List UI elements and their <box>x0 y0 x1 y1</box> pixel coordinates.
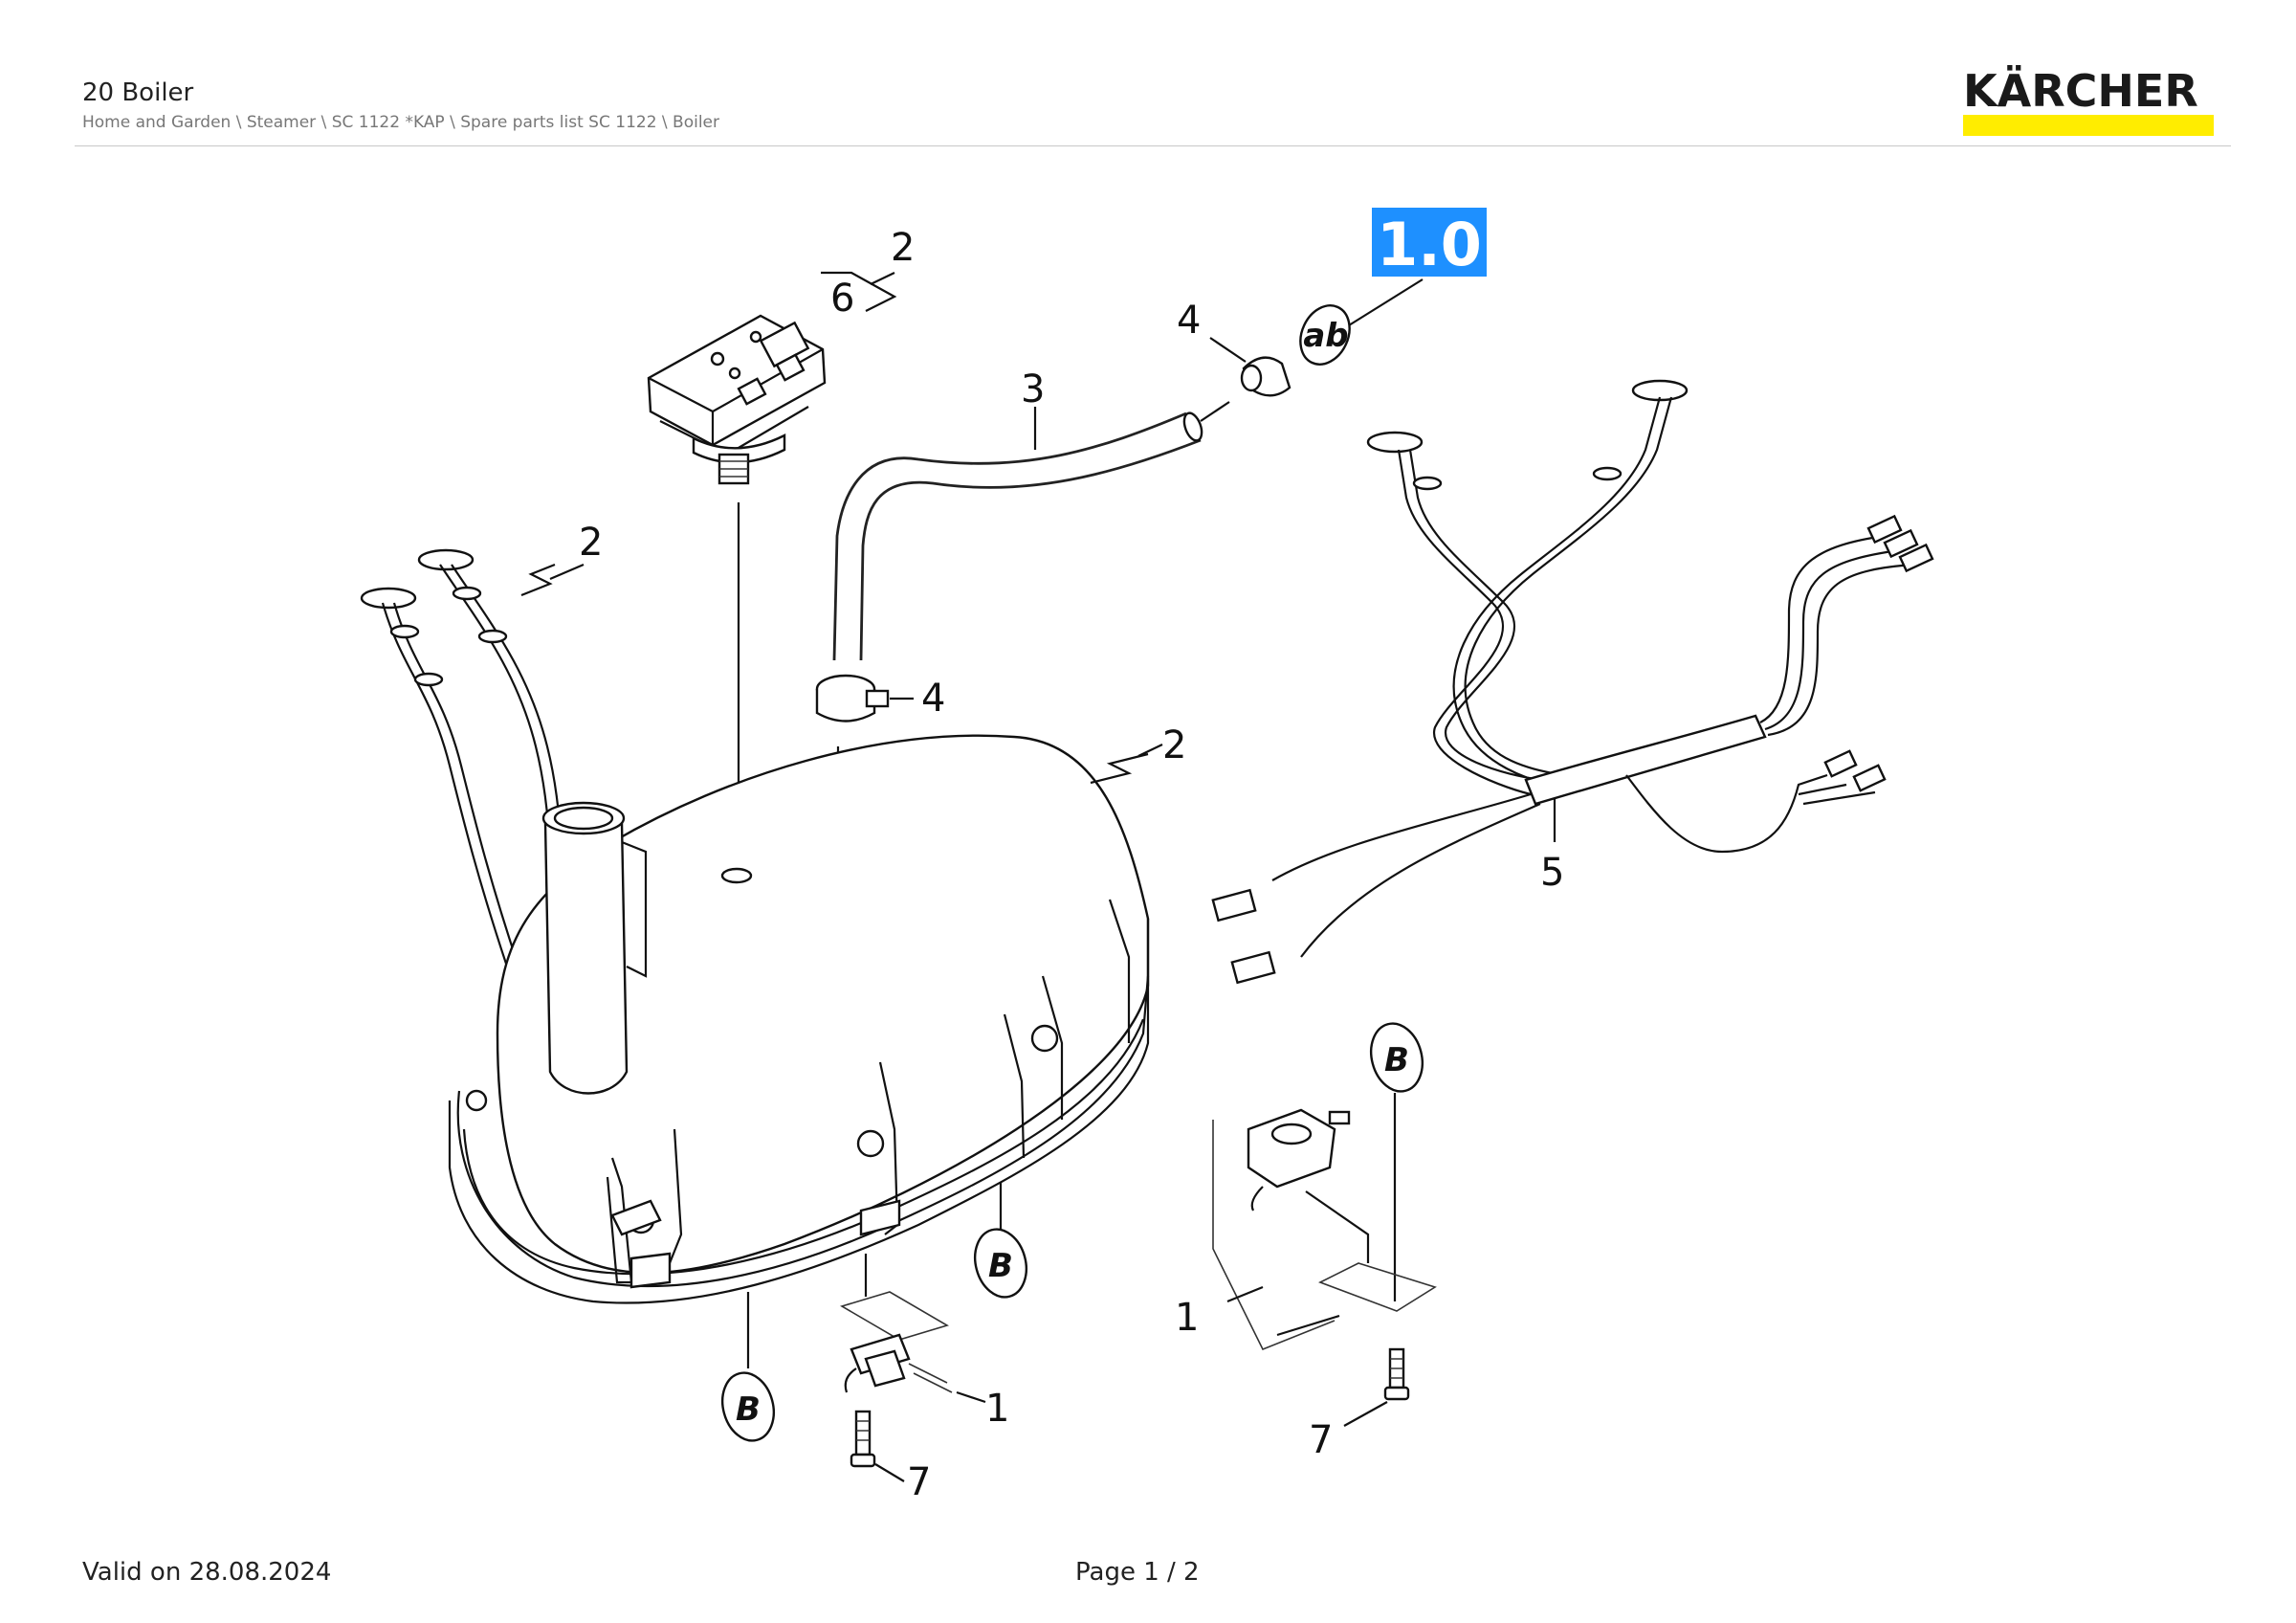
b-marker-2: B <box>974 1228 1027 1299</box>
svg-text:B: B <box>988 1247 1013 1285</box>
part-1-fuse-bottom <box>840 1254 986 1482</box>
svg-text:B: B <box>1384 1041 1409 1079</box>
callout-1-right: 1 <box>1175 1296 1199 1340</box>
part-5-wiring-harness <box>1211 379 1934 985</box>
version-badge-box <box>1372 208 1487 277</box>
breadcrumb[interactable]: Home and Garden \ Steamer \ SC 1122 *KAP… <box>82 113 720 132</box>
callout-2-left: 2 <box>579 521 603 565</box>
callout-7-bottom: 7 <box>907 1460 931 1504</box>
b-marker-1: B <box>721 1371 775 1442</box>
callout-1-bottom: 1 <box>985 1387 1009 1431</box>
svg-text:B: B <box>736 1390 761 1429</box>
callout-5: 5 <box>1540 851 1564 895</box>
ab-label: ab <box>1303 317 1348 355</box>
callout-4-top: 4 <box>1177 299 1201 343</box>
callout-4-mid: 4 <box>921 677 945 721</box>
callout-2-top: 2 <box>891 226 915 270</box>
callout-7-right: 7 <box>1309 1418 1333 1462</box>
bracket-2-top <box>821 271 897 312</box>
part-2-sensors-left <box>360 548 563 977</box>
page-indicator: Page 1 / 2 <box>1075 1558 1200 1587</box>
header-divider <box>75 145 2231 146</box>
ab-circle <box>1299 304 1351 366</box>
badge-leader <box>1348 278 1424 326</box>
version-badge-label: 1.0 <box>1377 210 1482 279</box>
boiler-housing <box>448 734 1150 1304</box>
version-badge: 1.0 <box>1372 208 1487 279</box>
part-3-hose <box>832 411 1203 661</box>
bracket-2-right <box>1090 752 1149 785</box>
brand-logo: KÄRCHER <box>1963 65 2198 117</box>
b-marker-3: B <box>1370 1022 1424 1093</box>
callout-3: 3 <box>1021 367 1045 411</box>
part-1-fuse-right <box>1212 1108 1437 1427</box>
callout-6: 6 <box>830 277 854 321</box>
part-6-thermostat <box>647 314 827 485</box>
callout-2-right: 2 <box>1162 723 1186 767</box>
brand-logo-bar <box>1963 115 2214 136</box>
part-4-clamp-top <box>1240 356 1292 397</box>
valid-date: Valid on 28.08.2024 <box>82 1558 332 1587</box>
page-title: 20 Boiler <box>82 78 194 107</box>
ab-marker: ab <box>1299 304 1351 366</box>
part-4-clamp-mid <box>815 674 890 723</box>
